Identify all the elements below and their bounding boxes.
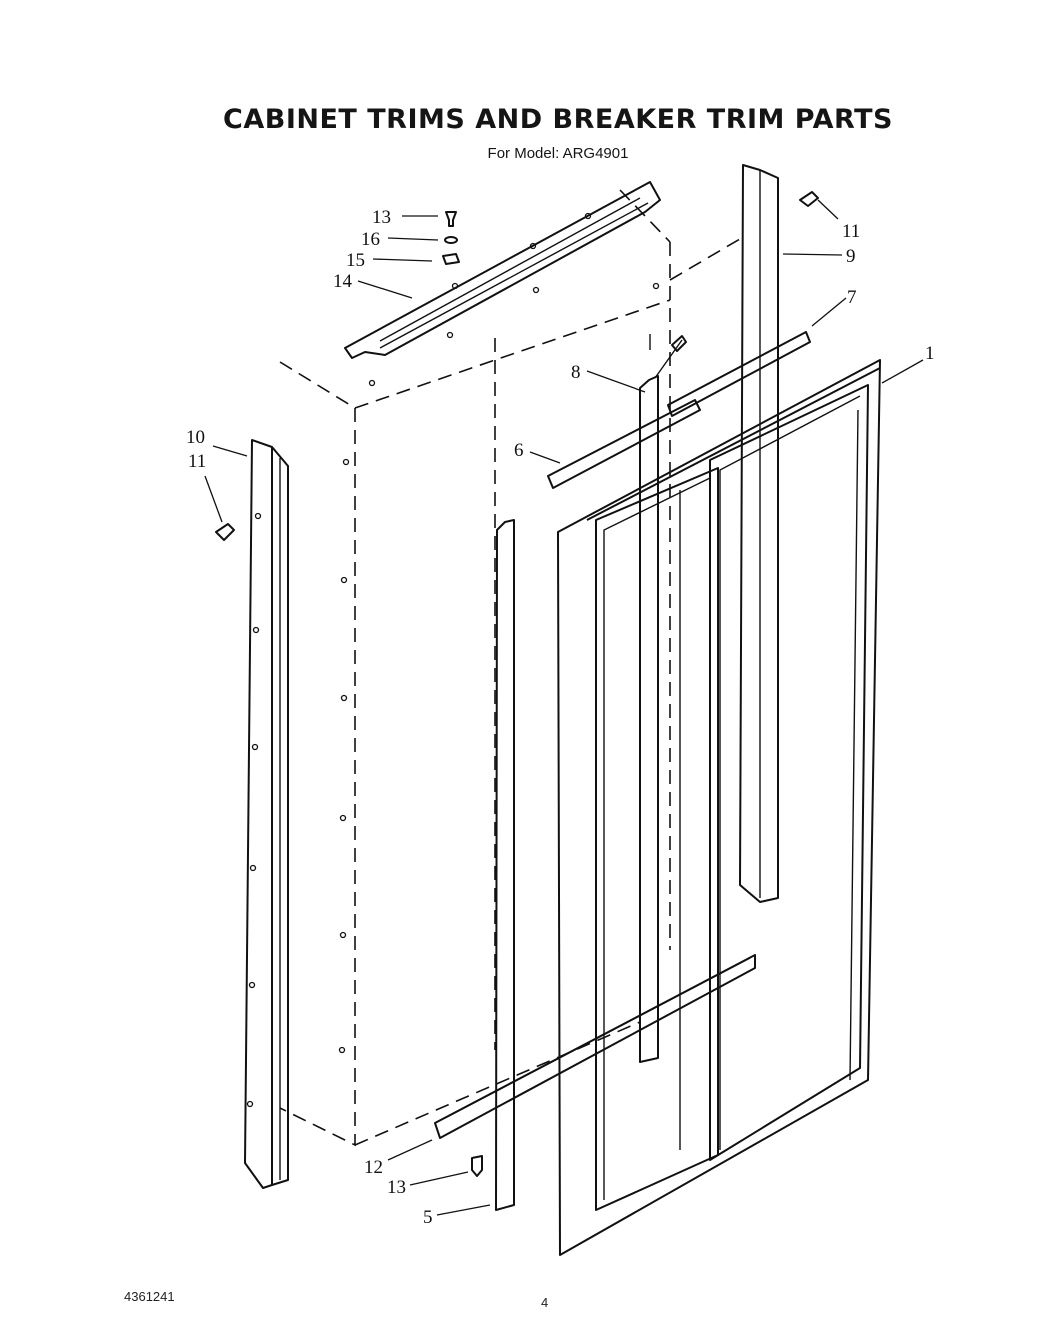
top-breaker-trim [344, 181, 661, 359]
model-subtitle: For Model: ARG4901 [487, 145, 629, 162]
callout-12: 12 [364, 1157, 383, 1178]
callout-13-bottom: 13 [387, 1177, 406, 1198]
callout-15: 15 [346, 250, 365, 271]
wire-harness [639, 334, 687, 1063]
callout-9: 9 [846, 246, 856, 267]
callout-7: 7 [847, 287, 857, 308]
callout-14: 14 [333, 271, 353, 292]
top-fasteners [442, 211, 460, 265]
center-vertical-trim [495, 519, 515, 1211]
callout-labels: 13 16 15 14 10 11 11 9 7 1 8 6 12 13 5 [186, 207, 935, 1228]
page-number: 4 [541, 1295, 549, 1310]
callout-16: 16 [361, 229, 380, 250]
mid-horizontal-trims [547, 331, 811, 489]
door-frame [557, 359, 881, 1256]
callout-5: 5 [423, 1207, 433, 1228]
callout-6: 6 [514, 440, 524, 461]
callout-8: 8 [571, 362, 581, 383]
bottom-breaker-trim [434, 954, 756, 1177]
callout-10: 10 [186, 427, 205, 448]
callout-13-top: 13 [372, 207, 391, 228]
page-title: CABINET TRIMS AND BREAKER TRIM PARTS [223, 104, 893, 135]
callout-11-right: 11 [842, 221, 860, 242]
cabinet-side-holes [338, 379, 376, 1054]
part-number: 4361241 [124, 1289, 175, 1304]
callout-11-left: 11 [188, 451, 206, 472]
right-cabinet-trim [739, 164, 819, 903]
left-cabinet-trim [215, 439, 289, 1189]
cabinet-outline [279, 189, 746, 1147]
callout-1: 1 [925, 343, 935, 364]
callout-leaders [204, 199, 924, 1216]
